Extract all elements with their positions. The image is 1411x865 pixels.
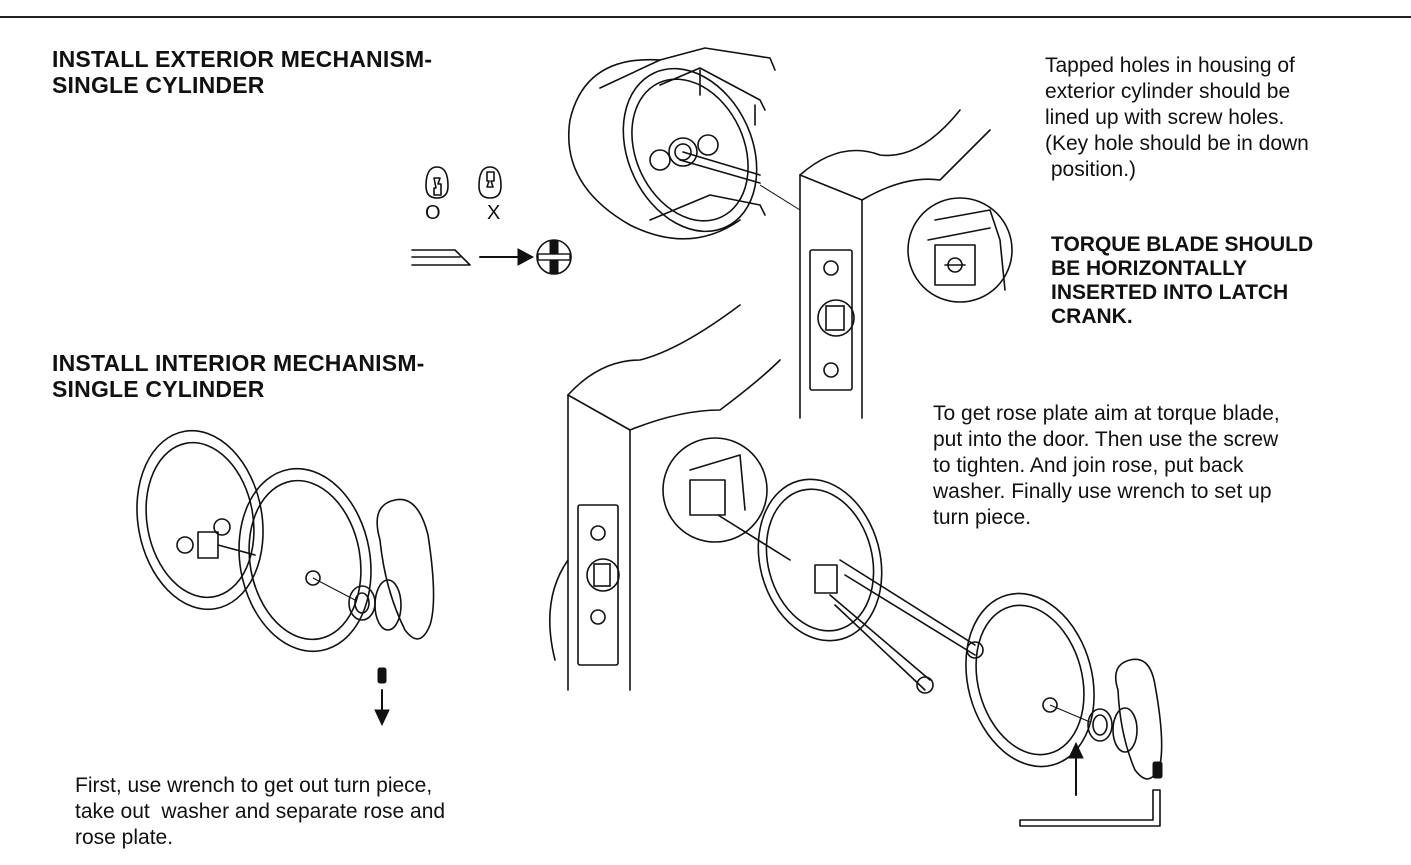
allen-wrench-icon [1019, 789, 1161, 827]
torque-blade-icon [411, 249, 471, 266]
set-screw-left-icon [377, 667, 387, 684]
arrow-up-icon [1068, 741, 1084, 796]
heading-interior-line-1: INSTALL INTERIOR MECHANISM- [52, 350, 425, 376]
note-tapped-holes-line-3: lined up with screw holes. [1045, 106, 1285, 129]
rose-plate-assembly [757, 478, 1113, 768]
note-tapped-holes-line-4: (Key hole should be in down [1045, 132, 1309, 155]
keyhole-up-icon [478, 166, 502, 199]
top-rule [0, 16, 1411, 18]
interior-exploded-view [136, 429, 376, 653]
note-rose-plate-line-5: turn piece. [933, 506, 1032, 529]
note-first-step-line-3: rose plate. [75, 826, 174, 849]
latch-detail-upper [907, 197, 1013, 303]
note-tapped-holes-line-1: Tapped holes in housing of [1045, 54, 1295, 77]
note-tapped-holes-line-2: exterior cylinder should be [1045, 80, 1291, 103]
note-torque-blade-line-4: CRANK. [1051, 305, 1133, 328]
turn-piece-left [374, 498, 435, 640]
note-rose-plate: To get rose plate aim at torque blade, p… [933, 401, 1280, 531]
note-first-step-line-2: take out washer and separate rose and [75, 800, 446, 823]
note-tapped-holes: Tapped holes in housing of exterior cyli… [1045, 53, 1309, 183]
heading-exterior: INSTALL EXTERIOR MECHANISM- SINGLE CYLIN… [52, 46, 432, 98]
exterior-cylinder [568, 47, 801, 240]
heading-interior: INSTALL INTERIOR MECHANISM- SINGLE CYLIN… [52, 350, 425, 402]
turn-piece-right [1112, 658, 1163, 780]
note-first-step-line-1: First, use wrench to get out turn piece, [75, 774, 433, 797]
note-torque-blade-line-1: TORQUE BLADE SHOULD [1051, 233, 1314, 256]
correct-mark: O [425, 202, 441, 224]
arrow-right-icon [479, 248, 535, 266]
note-rose-plate-line-3: to tighten. And join rose, put back [933, 454, 1244, 477]
heading-exterior-line-1: INSTALL EXTERIOR MECHANISM- [52, 46, 433, 72]
note-rose-plate-line-4: washer. Finally use wrench to set up [933, 480, 1272, 503]
arrow-down-icon [374, 689, 390, 727]
note-rose-plate-line-1: To get rose plate aim at torque blade, [933, 402, 1280, 425]
wrong-mark: X [487, 202, 501, 224]
door-edge-upper [799, 109, 991, 419]
note-torque-blade-line-3: INSERTED INTO LATCH [1051, 281, 1289, 304]
heading-exterior-line-2: SINGLE CYLINDER [52, 72, 265, 98]
note-rose-plate-line-2: put into the door. Then use the screw [933, 428, 1279, 451]
note-torque-blade-line-2: BE HORIZONTALLY [1051, 257, 1248, 280]
note-torque-blade: TORQUE BLADE SHOULD BE HORIZONTALLY INSE… [1051, 233, 1313, 329]
heading-interior-line-2: SINGLE CYLINDER [52, 376, 265, 402]
note-tapped-holes-line-5: position.) [1045, 158, 1137, 181]
set-screw-icon [1152, 761, 1163, 779]
door-edge-lower [548, 304, 781, 691]
latch-crank-icon [536, 239, 572, 275]
keyhole-down-icon [425, 166, 449, 199]
note-first-step: First, use wrench to get out turn piece,… [75, 773, 445, 851]
latch-detail-lower [662, 437, 791, 561]
